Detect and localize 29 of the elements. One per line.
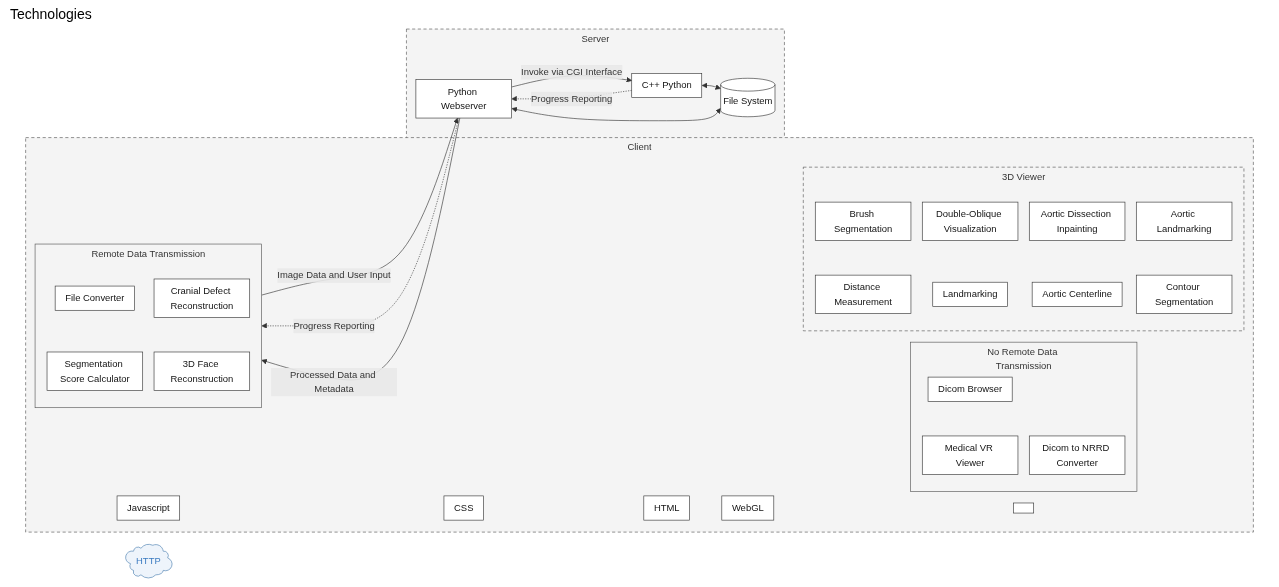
edge-label: Progress Reporting bbox=[293, 320, 375, 331]
node-box: Javascript bbox=[116, 495, 180, 521]
node-box: C++ Python bbox=[631, 73, 703, 98]
node-box: WebGL bbox=[721, 495, 775, 521]
node-box: HTML bbox=[643, 495, 690, 521]
node-box: Double-Oblique Visualization bbox=[921, 201, 1019, 241]
node-box: Python Webserver bbox=[415, 79, 512, 119]
node-box: 3D Face Reconstruction bbox=[153, 351, 251, 391]
node-box: Cranial Defect Reconstruction bbox=[153, 278, 251, 318]
section-label: Technologies bbox=[10, 6, 93, 22]
node-box: CSS bbox=[443, 495, 484, 521]
node-box: File Converter bbox=[54, 285, 135, 311]
node-box: Brush Segmentation bbox=[814, 201, 912, 241]
node-box: Dicom Browser bbox=[927, 376, 1013, 402]
node-box: Distance Measurement bbox=[814, 274, 912, 314]
arrow bbox=[701, 82, 721, 90]
edge-label: Image Data and User Input bbox=[277, 269, 391, 281]
edge-label: Invoke via CGI Interface bbox=[521, 66, 623, 77]
node-box bbox=[1013, 502, 1034, 514]
edge-label: Processed Data and Metadata bbox=[289, 369, 376, 395]
node-box: Dicom to NRRD Converter bbox=[1028, 435, 1126, 475]
node-box: Medical VR Viewer bbox=[921, 435, 1019, 475]
edge-label: Progress Reporting bbox=[530, 93, 613, 104]
node-box: Segmentation Score Calculator bbox=[46, 351, 143, 391]
node-box: Contour Segmentation bbox=[1136, 274, 1233, 314]
node-box: Aortic Dissection Inpainting bbox=[1028, 201, 1126, 241]
node-box: Aortic Centerline bbox=[1031, 281, 1123, 307]
node-box: Landmarking bbox=[932, 281, 1008, 307]
node-box: Aortic Landmarking bbox=[1136, 201, 1233, 241]
